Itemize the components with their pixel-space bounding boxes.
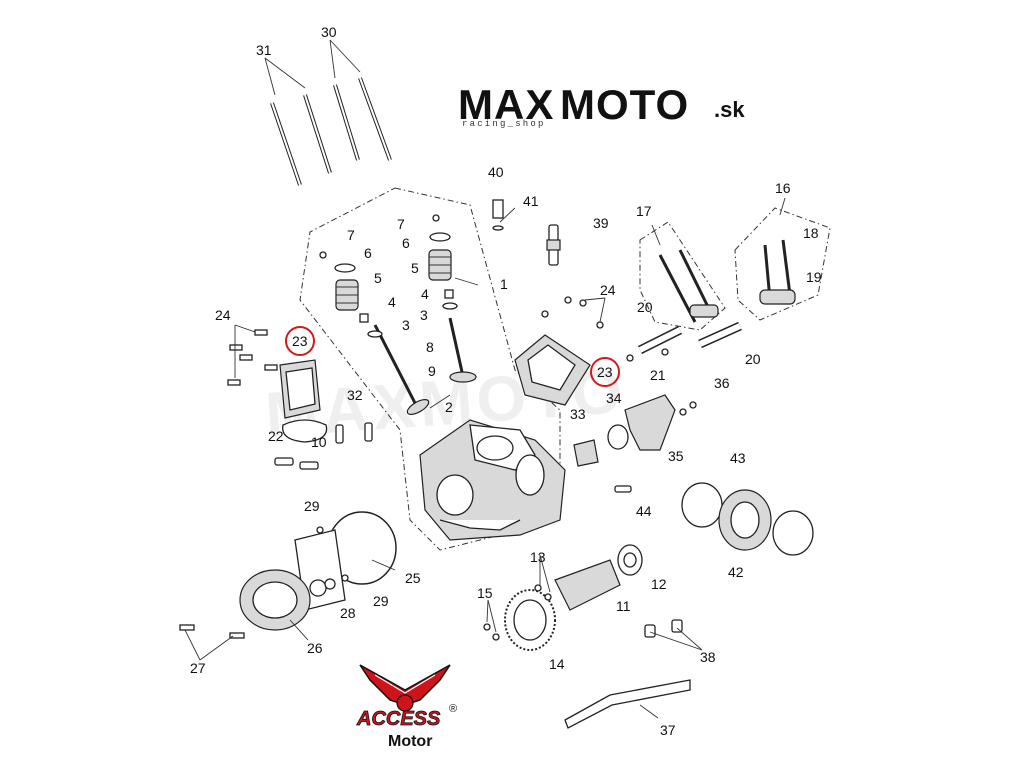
- access-motor-logo: ACCESS ® Motor: [356, 664, 457, 750]
- callout-37: 37: [660, 722, 676, 738]
- callout-38: 38: [700, 649, 716, 665]
- brand-name-suffix: MOTO: [560, 81, 689, 128]
- side-cover: [179, 511, 397, 639]
- rocker-group-16-outline: [734, 207, 831, 321]
- callout-23-left: 23: [292, 333, 308, 349]
- callout-13: 13: [530, 549, 546, 565]
- callout-35: 35: [668, 448, 684, 464]
- callout-26: 26: [307, 640, 323, 656]
- dowel-pins: [274, 422, 373, 470]
- callout-24-right: 24: [600, 282, 616, 298]
- callout-34: 34: [606, 390, 622, 406]
- valve-cotter-right: [432, 214, 440, 222]
- spring-retainer-left: [334, 263, 356, 273]
- callout-24-left: 24: [215, 307, 231, 323]
- sensor-bolt: [492, 199, 504, 231]
- callout-39: 39: [593, 215, 609, 231]
- callout-6a: 6: [364, 245, 372, 261]
- callout-23-right: 23: [597, 364, 613, 380]
- valve-spring-right: [428, 249, 452, 281]
- callout-17: 17: [636, 203, 652, 219]
- callout-21: 21: [650, 367, 666, 383]
- intake-manifold: [681, 482, 814, 556]
- valve-seal-right: [444, 289, 454, 299]
- callout-7a: 7: [347, 227, 355, 243]
- callout-33: 33: [570, 406, 586, 422]
- cam-sprocket: [483, 584, 556, 651]
- tensioner-blocks: [644, 619, 683, 638]
- callout-31: 31: [256, 42, 272, 58]
- camshaft: [554, 544, 643, 611]
- callout-11: 11: [616, 598, 631, 614]
- callout-41: 41: [523, 193, 539, 209]
- callout-3b: 3: [420, 307, 428, 323]
- callout-3a: 3: [402, 317, 410, 333]
- callout-43: 43: [730, 450, 746, 466]
- leader-lines: [184, 39, 786, 719]
- callout-29b: 29: [373, 593, 389, 609]
- callout-2: 2: [445, 399, 453, 415]
- head-gasket: [564, 679, 691, 729]
- callout-32: 32: [347, 387, 363, 403]
- callout-4b: 4: [421, 286, 429, 302]
- callout-36: 36: [714, 375, 730, 391]
- callout-9: 9: [428, 363, 436, 379]
- callout-14: 14: [549, 656, 565, 672]
- brand-name-prefix: MAX: [458, 81, 554, 128]
- callout-8: 8: [426, 339, 434, 355]
- rocker-arm-16: [759, 239, 796, 305]
- callout-7b: 7: [397, 216, 405, 232]
- motor-logo-text: Motor: [388, 733, 432, 750]
- callout-5b: 5: [411, 260, 419, 276]
- callout-29a: 29: [304, 498, 320, 514]
- highlight-ring-right-23: [590, 357, 620, 387]
- spark-plug: [546, 224, 561, 266]
- registered-mark: ®: [449, 703, 457, 715]
- callout-28: 28: [340, 605, 356, 621]
- rocker-arm-17: [658, 249, 719, 323]
- cylinder-head-group-outline: [299, 187, 561, 551]
- brand-tagline: racing_shop: [462, 119, 546, 129]
- exhaust-valve-part: [448, 317, 477, 383]
- brand-domain: .sk: [714, 97, 745, 122]
- rocker-shafts: [626, 321, 742, 362]
- callout-42: 42: [728, 564, 744, 580]
- callout-18: 18: [803, 225, 819, 241]
- callout-27: 27: [190, 660, 206, 676]
- access-logo-text: ACCESS: [356, 708, 441, 730]
- callout-6b: 6: [402, 235, 410, 251]
- thermostat-parts: [573, 394, 697, 493]
- callout-20b: 20: [745, 351, 761, 367]
- callout-10: 10: [311, 434, 327, 450]
- left-tappet-cover: [279, 359, 328, 443]
- spring-retainer-right: [429, 232, 451, 242]
- valve-cotter-left: [319, 251, 327, 259]
- highlight-ring-left-23: [285, 326, 315, 356]
- head-bolts: [270, 77, 392, 186]
- callout-12: 12: [651, 576, 667, 592]
- valve-spring-left: [335, 279, 359, 311]
- callout-1: 1: [500, 276, 508, 292]
- intake-valve-part: [373, 324, 430, 415]
- callout-20a: 20: [637, 299, 653, 315]
- callout-44: 44: [636, 503, 652, 519]
- callout-16: 16: [775, 180, 791, 196]
- callout-30: 30: [321, 24, 337, 40]
- left-cover-bolts: [227, 329, 278, 386]
- callout-22: 22: [268, 428, 284, 444]
- callout-40: 40: [488, 164, 504, 180]
- callout-4a: 4: [388, 294, 396, 310]
- callout-5a: 5: [374, 270, 382, 286]
- maxmoto-logo: MAX MOTO .sk racing_shop: [458, 81, 745, 129]
- valve-seal-left: [359, 313, 369, 323]
- callout-25: 25: [405, 570, 421, 586]
- callout-19: 19: [806, 269, 822, 285]
- callout-labels: 1 2 3 3 4 4 5 5 6 6 7 7 8 9 10 11 12 13 …: [190, 24, 822, 738]
- callout-15: 15: [477, 585, 493, 601]
- spring-seat-left: [367, 330, 383, 338]
- cylinder-head-part: [419, 419, 566, 541]
- spring-seat-right: [442, 302, 458, 310]
